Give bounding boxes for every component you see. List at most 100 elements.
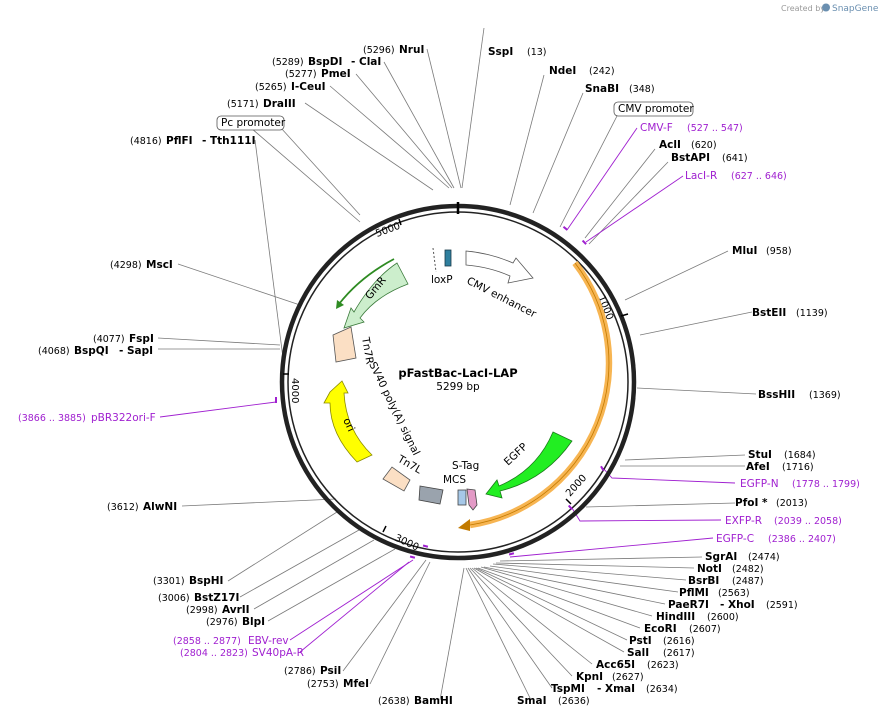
credit-prefix: Created by <box>781 4 825 13</box>
site-pos: (5289) <box>272 57 304 68</box>
site-pos: (4298) <box>110 260 142 271</box>
site-name: PstI <box>629 635 652 647</box>
site-name: NotI <box>697 563 722 575</box>
primer-name: pBR322ori-F <box>91 412 156 424</box>
feature-label-cmv-enhancer: CMV enhancer <box>465 275 539 321</box>
feature-label-stag: S-Tag <box>452 460 479 472</box>
site-name: BamHI <box>414 695 453 707</box>
snapgene-credit: Created by SnapGene <box>781 3 878 14</box>
site-name: PaeR7I <box>668 599 709 611</box>
primer-range: (527 .. 547) <box>687 123 743 134</box>
primer-range: (2804 .. 2823) <box>180 648 248 659</box>
plasmid-name: pFastBac-LacI-LAP <box>398 366 517 380</box>
site-pos: (2638) <box>378 696 410 707</box>
site-name: BssHII <box>758 389 795 401</box>
site-name: StuI <box>748 449 772 461</box>
primer-range: (2039 .. 2058) <box>774 516 842 527</box>
primer-range: (1778 .. 1799) <box>792 479 860 490</box>
site-pos: (2617) <box>663 648 695 659</box>
site-name: BspDI <box>308 56 342 68</box>
site-name: PflMI <box>679 587 709 599</box>
site-pos: (1369) <box>809 390 841 401</box>
site-pos: (2786) <box>284 666 316 677</box>
site-pos: (641) <box>722 153 748 164</box>
ori-feature: ori <box>323 380 373 463</box>
egfp-feature: EGFP <box>485 431 573 499</box>
site-name: SalI <box>627 647 649 659</box>
site-pos: (5265) <box>255 82 287 93</box>
site-name-alt: - <box>119 345 123 357</box>
site-name: PfoI * <box>735 497 768 509</box>
plasmid-size: 5299 bp <box>436 381 480 393</box>
feature-label-ori: ori <box>340 416 357 433</box>
site-pos: (1684) <box>784 450 816 461</box>
primer-leader-lines <box>159 127 736 653</box>
site-pos: (2627) <box>612 672 644 683</box>
site-name: BsrBI <box>688 575 719 587</box>
site-pos: (5277) <box>285 69 317 80</box>
site-pos: (2563) <box>718 588 750 599</box>
site-name-2: Tth111I <box>210 135 255 147</box>
site-pos: (2636) <box>558 696 590 707</box>
site-pos: (3612) <box>107 502 139 513</box>
site-pos: (2487) <box>732 576 764 587</box>
site-name: SnaBI <box>585 83 619 95</box>
site-name: SspI <box>488 46 513 58</box>
site-name: MfeI <box>343 678 369 690</box>
site-name: SmaI <box>517 695 547 707</box>
site-pos: (242) <box>589 66 615 77</box>
site-pos: (2474) <box>748 552 780 563</box>
stag-feature: S-Tag <box>452 460 479 511</box>
mcs-feature: MCS <box>418 474 466 505</box>
site-name: Acc65I <box>596 659 635 671</box>
tick-label-4000: 4000 <box>289 378 300 403</box>
site-name: FspI <box>129 333 154 345</box>
site-name: PflFI <box>166 135 193 147</box>
site-pos: (3301) <box>153 576 185 587</box>
site-name: PsiI <box>320 665 341 677</box>
site-name: BspQI <box>74 345 109 357</box>
site-name: NdeI <box>549 65 576 77</box>
feature-label-loxp: loxP <box>431 274 453 286</box>
leader-lines <box>157 27 757 701</box>
primer-name: EBV-rev <box>248 635 289 647</box>
primer-name: EGFP-C <box>716 533 754 545</box>
site-pos: (2591) <box>766 600 798 611</box>
site-name: BstEII <box>752 307 786 319</box>
site-name: SgrAI <box>705 551 737 563</box>
site-pos: (2482) <box>732 564 764 575</box>
site-name: TspMI <box>551 683 585 695</box>
restriction-sites-left: (5296) NruI (5289) BspDI - ClaI (5277) P… <box>38 44 453 707</box>
loxp-feature: loxP <box>431 247 453 286</box>
site-pos: (4816) <box>130 136 162 147</box>
site-pos: (4077) <box>93 334 125 345</box>
feature-label-tn7r: Tn7R <box>359 335 376 365</box>
site-name: KpnI <box>576 671 603 683</box>
primer-name: EGFP-N <box>740 478 779 490</box>
site-pos: (2623) <box>647 660 679 671</box>
site-pos: (620) <box>691 140 717 151</box>
site-name: BstZ17I <box>194 592 239 604</box>
site-pos: (958) <box>766 246 792 257</box>
site-pos: (2607) <box>689 624 721 635</box>
primer-name: SV40pA-R <box>252 647 304 659</box>
site-name: HindIII <box>656 611 695 623</box>
primer-name: LacI-R <box>685 170 717 182</box>
primer-range: (2858 .. 2877) <box>173 636 241 647</box>
site-name-2: XmaI <box>605 683 635 695</box>
site-name: I-CeuI <box>291 81 325 93</box>
primer-name: EXFP-R <box>725 515 762 527</box>
site-pos: (4068) <box>38 346 70 357</box>
site-name: AvrII <box>222 604 250 616</box>
restriction-sites-right: SspI (13) NdeI (242) SnaBI (348) AclI (6… <box>488 46 841 707</box>
primer-range: (3866 .. 3885) <box>18 413 86 424</box>
site-name-alt: - <box>720 599 724 611</box>
site-name: BlpI <box>242 616 265 628</box>
site-name: BspHI <box>189 575 223 587</box>
site-pos: (2600) <box>707 612 739 623</box>
cmv-enhancer-feature: CMV enhancer <box>465 250 539 321</box>
site-name-2: XhoI <box>728 599 755 611</box>
feature-label-egfp: EGFP <box>502 441 530 468</box>
site-pos: (13) <box>527 47 547 58</box>
